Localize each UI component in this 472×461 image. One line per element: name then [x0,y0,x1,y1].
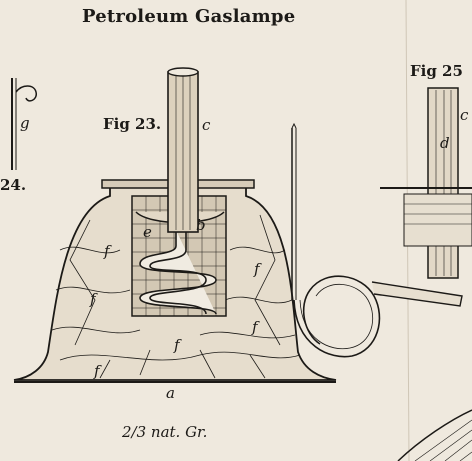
figure-25-label: Fig 25 [410,62,463,80]
tube-grain [175,74,191,230]
letter-f-3: f [90,290,96,308]
plate-title: Petroleum Gaslampe [82,6,296,27]
next-figure-hatching [414,419,472,461]
letter-f-1: f [104,242,110,260]
sponge-cells [51,214,301,379]
letter-d: d [440,134,450,152]
coiled-tube [139,230,217,315]
letter-c-fig25: c [460,106,469,124]
letter-f-6: f [94,362,100,380]
letter-b: b [196,216,206,234]
scale-note: 2/3 nat. Gr. [122,423,208,441]
letter-c-fig23: c [202,116,211,134]
tube-top-opening [167,67,199,77]
fig24-hook [11,78,37,170]
letter-f-5: f [174,336,180,354]
fig25-tube [380,87,472,279]
letter-f-4: f [252,318,258,336]
fig23-wire-coil [291,122,463,358]
fig23-lamp [13,67,337,383]
letter-e: e [143,223,152,241]
letter-f-2: f [254,260,260,278]
letter-a: a [166,384,175,402]
figure-24-label: 24. [0,176,27,194]
next-figure-arc [397,409,472,461]
figure-23-label: Fig 23. [103,115,162,133]
letter-g: g [20,114,30,132]
